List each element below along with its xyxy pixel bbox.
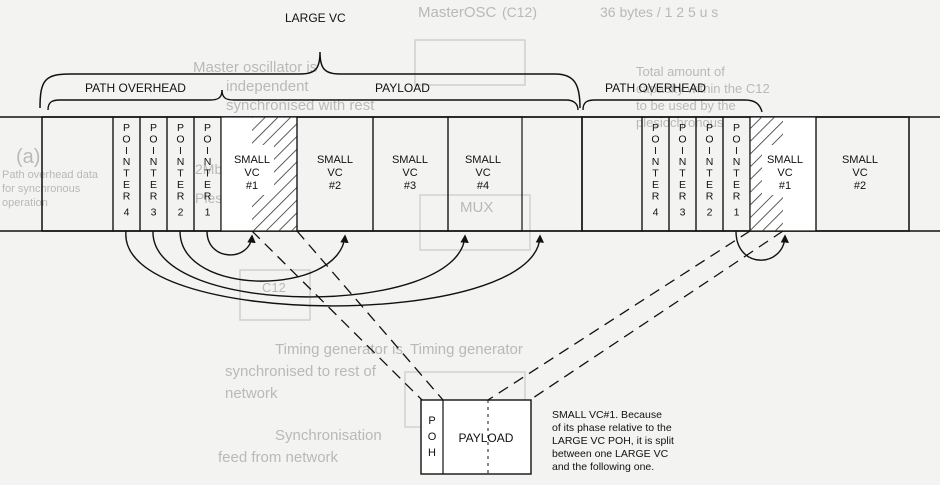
poh-letter-h: H bbox=[428, 447, 436, 459]
small-vc-right-1-l2: VC bbox=[777, 167, 792, 179]
note-line-5: and the following one. bbox=[552, 461, 654, 473]
note-line-2: of its phase relative to the bbox=[552, 422, 672, 434]
small-vc-right-1-label-bg bbox=[762, 145, 808, 195]
projection-lines bbox=[251, 230, 784, 401]
small-vc-left-3-l3: #3 bbox=[404, 180, 416, 192]
ghost-master-osc: MasterOSC bbox=[418, 4, 497, 21]
small-vc-cell-left-4 bbox=[447, 116, 523, 232]
large-vc-label: LARGE VC bbox=[285, 11, 346, 25]
small-vc-left-1-l1: SMALL bbox=[234, 154, 270, 166]
ghost-total-1: Total amount of bbox=[636, 64, 725, 79]
proj-line-4 bbox=[529, 230, 784, 401]
small-vc-left-1-l3: #1 bbox=[246, 180, 258, 192]
path-overhead-right-brace bbox=[582, 99, 763, 113]
ghost-box-osc bbox=[414, 39, 526, 86]
small-vc-left-3-l2: VC bbox=[402, 167, 417, 179]
small-vc-left-1-l2: VC bbox=[244, 167, 259, 179]
payload-brace bbox=[221, 89, 579, 111]
small-vc-cell-right-2 bbox=[815, 116, 910, 232]
path-overhead-left-brace bbox=[47, 89, 223, 111]
ghost-left-small-3: operation bbox=[2, 197, 48, 209]
small-vc-right-1-l3: #1 bbox=[779, 180, 791, 192]
small-vc-left-4-l3: #4 bbox=[477, 180, 489, 192]
small-vc-right-1-l1: SMALL bbox=[767, 154, 803, 166]
detail-box-frame bbox=[420, 399, 532, 475]
ghost-total-2: capacity within the C12 bbox=[636, 81, 770, 96]
small-vc-right-2-l3: #2 bbox=[854, 180, 866, 192]
ghost-c12: (C12) bbox=[502, 4, 537, 20]
small-vc-detail-box: P O H PAYLOAD bbox=[420, 399, 532, 475]
ghost-left-small-1: Path overhead data bbox=[2, 169, 99, 181]
ghost-sync-2: feed from network bbox=[218, 449, 339, 466]
small-vc-left-4-l1: SMALL bbox=[465, 154, 501, 166]
path-overhead-right-label: PATH OVERHEAD bbox=[605, 81, 706, 95]
small-vc-right-2-l1: SMALL bbox=[842, 154, 878, 166]
ghost-a-label: (a) bbox=[16, 146, 40, 168]
ghost-tg-1: Timing generator is bbox=[275, 341, 403, 358]
detail-payload-label: PAYLOAD bbox=[459, 431, 514, 445]
small-vc-right-2-l2: VC bbox=[852, 167, 867, 179]
ghost-sync-1: Synchronisation bbox=[275, 427, 382, 444]
ghost-tg-gen: Timing generator bbox=[410, 341, 523, 358]
small-vc-1-label-bg bbox=[230, 145, 274, 195]
arc-pointer-right-1 bbox=[735, 230, 789, 261]
poh-letter-p: P bbox=[428, 415, 435, 427]
ghost-mo-1: Master oscillator is bbox=[193, 59, 317, 76]
arc-pointer-2-to-vc2 bbox=[179, 230, 349, 282]
path-overhead-left-label: PATH OVERHEAD bbox=[85, 81, 186, 95]
proj-line-1 bbox=[251, 230, 423, 401]
proj-line-2 bbox=[296, 230, 444, 401]
small-vc-left-3-l1: SMALL bbox=[392, 154, 428, 166]
explanatory-note: SMALL VC#1. Because of its phase relativ… bbox=[552, 409, 674, 473]
ghost-c12-box: C12 bbox=[262, 280, 286, 295]
note-line-3: LARGE VC POH, it is split bbox=[552, 435, 674, 447]
proj-line-3 bbox=[487, 230, 751, 401]
small-vc-left-2-l1: SMALL bbox=[317, 154, 353, 166]
arc-pointer-1-to-vc1 bbox=[206, 230, 256, 256]
small-vc-left-2-l3: #2 bbox=[329, 180, 341, 192]
ghost-box-c12 bbox=[239, 269, 311, 321]
note-line-1: SMALL VC#1. Because bbox=[552, 409, 662, 421]
small-vc-left-2-l2: VC bbox=[327, 167, 342, 179]
small-vc-left-4-l2: VC bbox=[475, 167, 490, 179]
arc-pointer-4-to-vc4 bbox=[125, 230, 545, 307]
ghost-bytes: 36 bytes / 1 2 5 u s bbox=[600, 4, 718, 20]
ghost-total-3: to be used by the bbox=[636, 98, 736, 113]
poh-letter-o: O bbox=[428, 431, 437, 443]
ghost-tg-3: network bbox=[225, 385, 278, 402]
header-braces: LARGE VC PATH OVERHEAD PAYLOAD PATH OVER… bbox=[39, 11, 763, 113]
ghost-mux: MUX bbox=[460, 199, 493, 216]
arc-pointer-3-to-vc3 bbox=[152, 230, 469, 298]
ghost-box-mux bbox=[419, 194, 531, 251]
payload-label: PAYLOAD bbox=[375, 81, 430, 95]
large-vc-brace bbox=[39, 51, 581, 109]
pointer-arcs bbox=[125, 230, 789, 307]
ghost-mo-2: independent bbox=[226, 78, 309, 95]
ghost-tg-2: synchronised to rest of bbox=[225, 363, 377, 380]
ghost-mo-3: synchronised with rest bbox=[226, 97, 375, 114]
ghost-total-4: plesiochronous bbox=[636, 115, 724, 130]
path-overhead-right-cell bbox=[581, 116, 643, 232]
note-line-4: between one LARGE VC bbox=[552, 448, 669, 460]
